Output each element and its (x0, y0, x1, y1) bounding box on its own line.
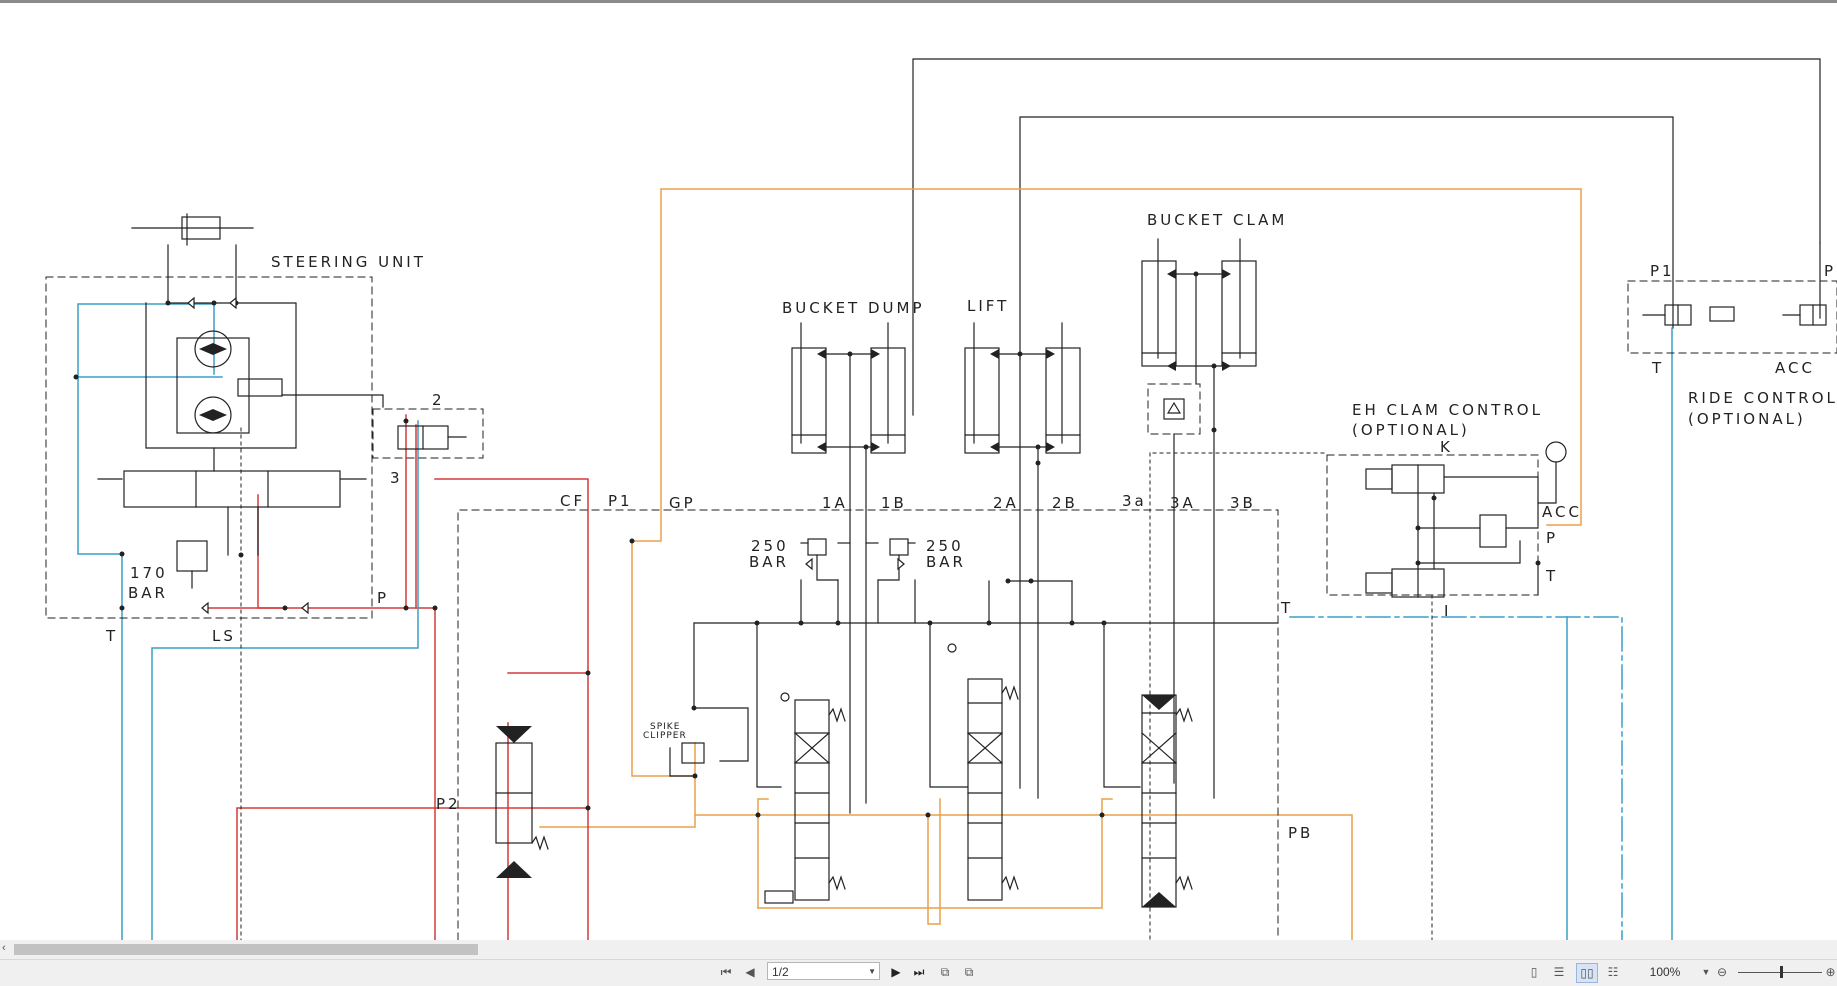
page-number-field[interactable]: 1/2 ▼ (767, 962, 880, 980)
label-250-right: 250 (926, 537, 964, 555)
hydraulic-schematic: STEERING UNIT BUCKET DUMP LIFT BUCKET CL… (45, 58, 1837, 940)
facing-icon[interactable]: ☷ (1607, 965, 1619, 979)
label-250-right-bar: BAR (926, 553, 966, 571)
two-page-icon[interactable]: ▯▯ (1576, 963, 1598, 983)
port-p1: P1 (608, 492, 633, 510)
label-bucket-dump: BUCKET DUMP (782, 299, 925, 317)
port-3a-low: 3a (1122, 492, 1147, 510)
pilot-dash-lines (240, 427, 1433, 940)
label-250-left-bar: BAR (749, 553, 789, 571)
selector-valve (397, 425, 467, 450)
zoom-slider-thumb[interactable] (1780, 966, 1783, 978)
label-170-bar: BAR (128, 584, 168, 602)
prev-page-icon[interactable]: ◀ (745, 965, 755, 979)
port-k: K (1440, 438, 1453, 456)
port-p-steer: P (377, 589, 389, 607)
window-top-border (0, 0, 1837, 3)
single-page-icon[interactable]: ▯ (1530, 965, 1538, 979)
port-pb: PB (1288, 824, 1313, 842)
zoom-in-icon[interactable]: ⊕ (1825, 965, 1836, 979)
label-clipper: CLIPPER (643, 731, 687, 741)
page-number-text: 1/2 (772, 965, 789, 979)
label-steering-unit: STEERING UNIT (271, 253, 426, 271)
port-p-ride: P (1824, 262, 1836, 280)
next-page-icon[interactable]: ▶ (891, 965, 901, 979)
pilot-lines (539, 188, 1582, 940)
label-lift: LIFT (967, 297, 1009, 315)
top-return-lines (912, 58, 1821, 416)
eh-clam-control (1365, 441, 1567, 598)
priority-valve (495, 742, 549, 851)
port-t-ride: T (1651, 359, 1664, 377)
schematic-canvas: STEERING UNIT BUCKET DUMP LIFT BUCKET CL… (0, 3, 1837, 940)
port-cf: CF (560, 492, 585, 510)
zoom-dropdown-icon[interactable]: ▼ (1701, 967, 1711, 977)
zoom-out-icon[interactable]: ⊖ (1716, 965, 1728, 979)
scroll-left-icon[interactable]: ‹ (2, 942, 6, 954)
priority-markers (496, 538, 1105, 878)
ride-control (1642, 304, 1827, 326)
port-2: 2 (432, 391, 445, 409)
port-2b: 2B (1052, 494, 1078, 512)
chevron-down-icon[interactable]: ▼ (868, 967, 876, 976)
steering-markers (73, 300, 438, 611)
port-t-steer: T (105, 627, 118, 645)
port-p-eh: P (1546, 529, 1558, 547)
label-ride-1: RIDE CONTROL (1688, 389, 1837, 407)
port-t-valve: T (1280, 599, 1293, 617)
cylinder-markers (817, 269, 1231, 466)
next-view-icon[interactable]: ⧉ (964, 965, 974, 979)
port-gp: GP (669, 494, 696, 512)
label-bucket-clam: BUCKET CLAM (1147, 211, 1287, 229)
port-ls: LS (212, 627, 236, 645)
tank-lines (75, 303, 1673, 940)
pressure-lines (203, 414, 589, 940)
scroll-thumb[interactable] (14, 944, 478, 955)
port-1b: 1B (881, 494, 907, 512)
continuous-icon[interactable]: ☰ (1553, 965, 1565, 979)
valve-bank (693, 579, 1279, 908)
eh-markers (1415, 495, 1541, 566)
clam-check (1163, 398, 1185, 420)
port-p2: P2 (436, 795, 461, 813)
label-eh-clam-1: EH CLAM CONTROL (1352, 401, 1543, 419)
viewer-toolbar: ⏮ ◀ 1/2 ▼ ▶ ⏭ ⧉ ⧉ ▯ ☰ ▯▯ ☷ 100% ▼ ⊖ ⊕ (0, 959, 1837, 986)
label-ride-2: (OPTIONAL) (1688, 410, 1806, 428)
prev-view-icon[interactable]: ⧉ (940, 965, 950, 979)
spike-clipper (669, 707, 749, 777)
cylinders (791, 238, 1257, 814)
port-3a: 3A (1170, 494, 1196, 512)
port-2a: 2A (993, 494, 1019, 512)
tank-dash-line (1289, 616, 1623, 940)
last-page-icon[interactable]: ⏭ (913, 965, 925, 979)
steering-unit (97, 213, 384, 589)
label-250-left: 250 (751, 537, 789, 555)
relief-valves (800, 538, 916, 581)
label-spike: SPIKE (650, 722, 680, 732)
port-3b: 3B (1230, 494, 1256, 512)
port-i: I (1444, 602, 1451, 620)
port-t-eh: T (1545, 567, 1558, 585)
steering-checks (187, 296, 309, 615)
port-p1-ride: P1 (1650, 262, 1675, 280)
horizontal-scrollbar[interactable]: ‹ (0, 940, 1837, 959)
port-1a: 1A (822, 494, 848, 512)
label-170: 170 (130, 564, 168, 582)
bank-markers (691, 578, 1176, 907)
zoom-level[interactable]: 100% (1649, 965, 1681, 979)
port-3: 3 (390, 469, 403, 487)
port-acc: ACC (1542, 503, 1582, 521)
first-page-icon[interactable]: ⏮ (720, 965, 732, 979)
label-eh-clam-2: (OPTIONAL) (1352, 421, 1470, 439)
port-acc-ride: ACC (1775, 359, 1815, 377)
